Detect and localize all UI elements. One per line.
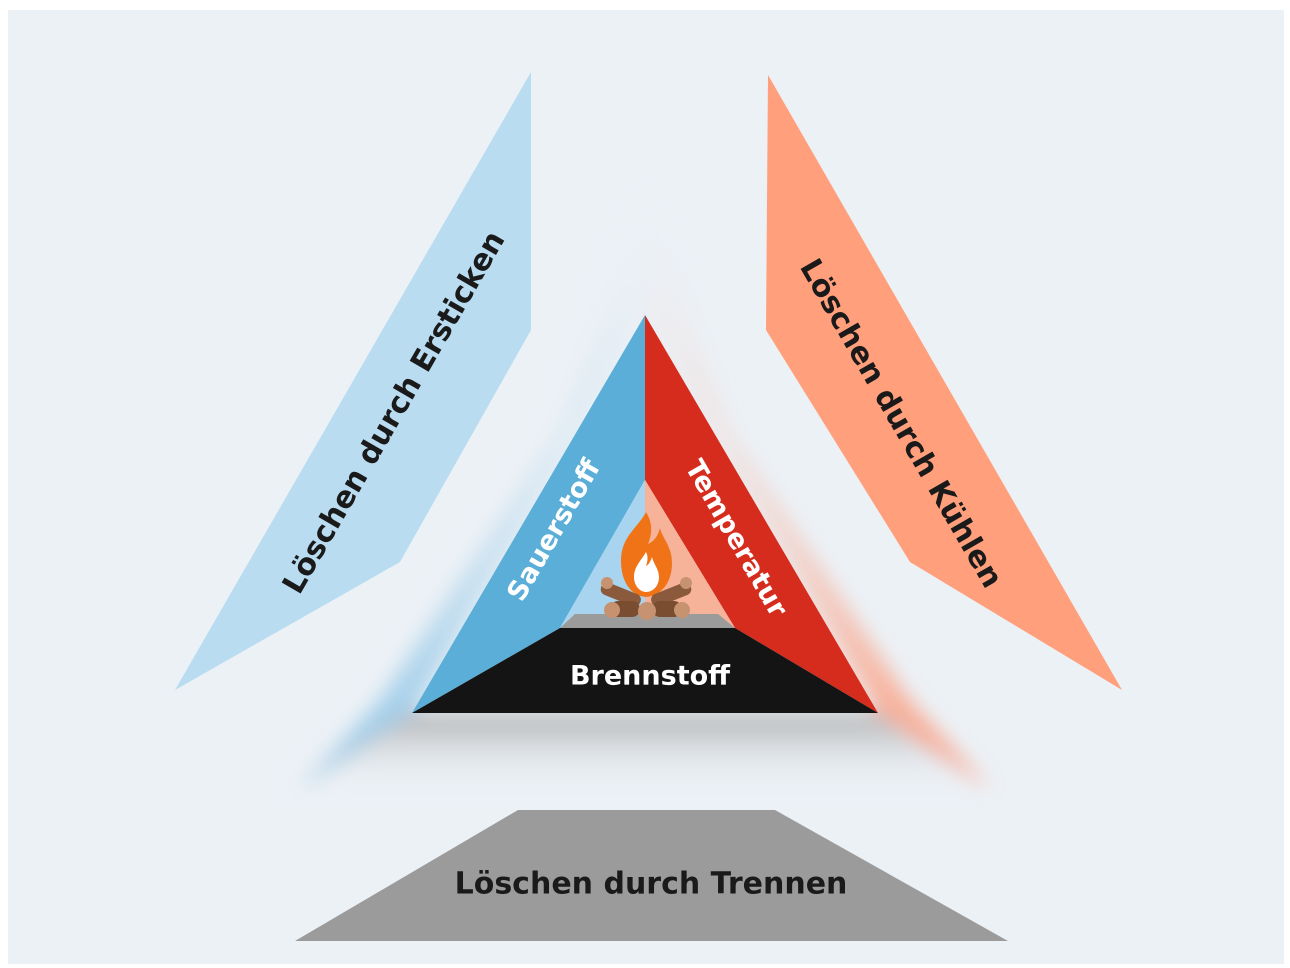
log-front-right — [652, 601, 682, 617]
method-panel-separating — [295, 810, 1008, 941]
side-heat — [645, 315, 878, 713]
label-fuel: Brennstoff — [570, 661, 731, 692]
bottom-shadow — [280, 713, 990, 790]
label-separating: Löschen durch Trennen — [455, 867, 848, 902]
side-oxygen — [412, 315, 645, 713]
log-end — [638, 602, 656, 620]
side-fuel — [412, 628, 878, 713]
log-left — [600, 582, 641, 607]
log-end — [680, 577, 692, 589]
log-end — [604, 602, 620, 618]
log-right — [651, 582, 692, 607]
campfire-icon — [600, 512, 692, 620]
inner-base — [560, 614, 735, 628]
method-panel-smothering — [175, 72, 531, 690]
log-end — [601, 577, 613, 589]
log-end — [674, 602, 690, 618]
method-panel-cooling — [766, 75, 1122, 690]
flame-inner — [634, 552, 659, 592]
glow-layer — [280, 180, 990, 790]
